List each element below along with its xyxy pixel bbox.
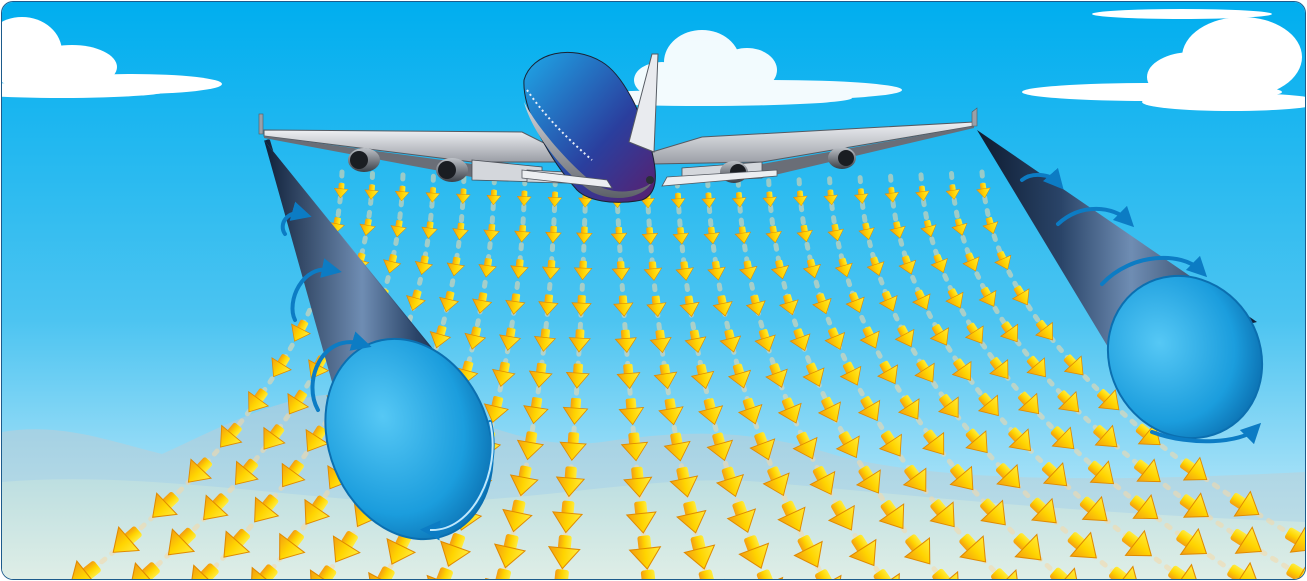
left-winglet	[259, 114, 263, 134]
